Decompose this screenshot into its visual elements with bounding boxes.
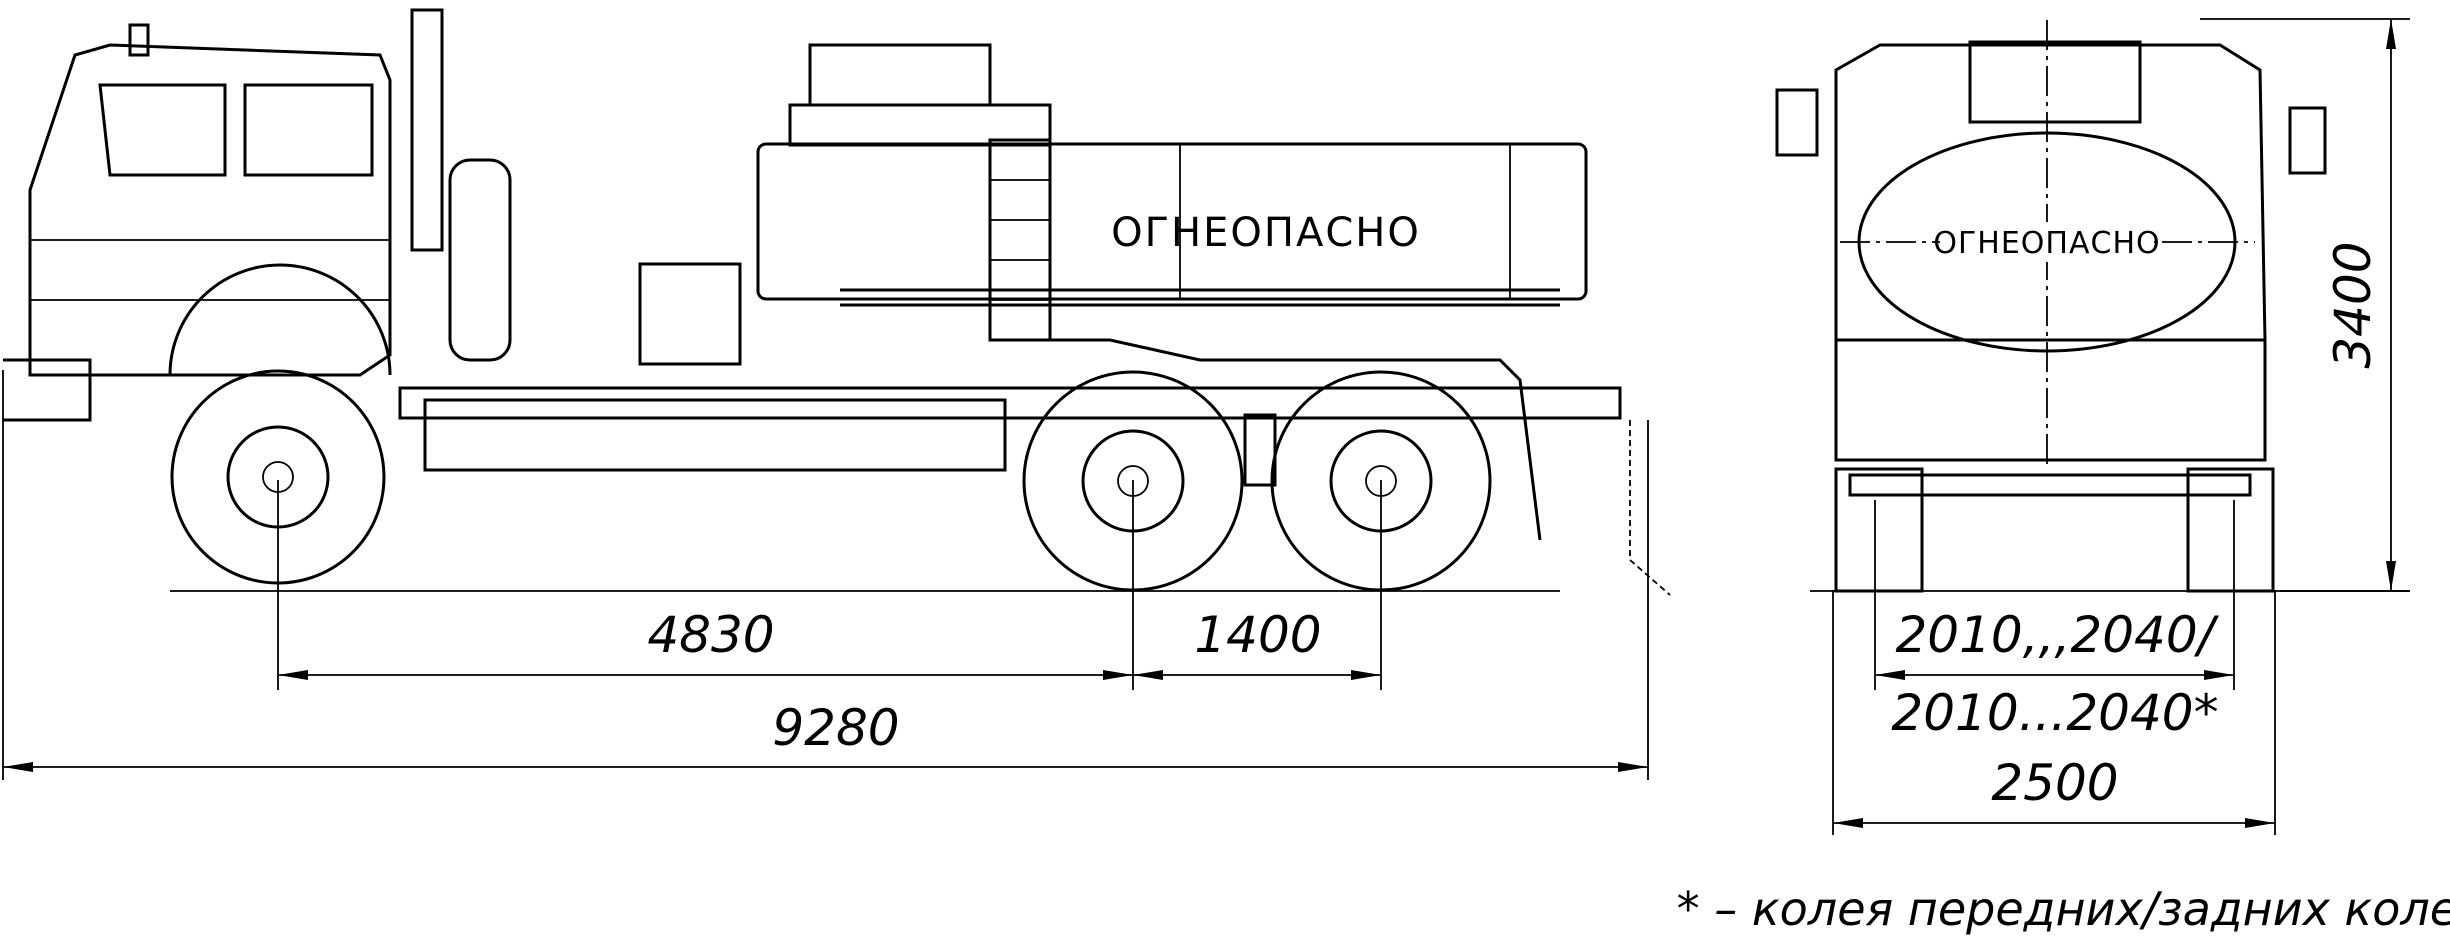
ground-chain bbox=[1629, 420, 1671, 596]
chassis-frame bbox=[398, 386, 1622, 420]
dim-wheelbase: 4830 bbox=[647, 606, 774, 664]
suspension bbox=[1243, 413, 1277, 487]
truck-rear-view: ОГНЕОПАСНО 2010,,,2040/ 2010...2040* 250… bbox=[1775, 18, 2410, 835]
air-filter bbox=[448, 158, 512, 362]
equipment-box bbox=[638, 262, 742, 366]
footnote: * – колея передних/задних колес bbox=[1677, 882, 2450, 936]
dim-rear-axle-spacing: 1400 bbox=[1194, 606, 1321, 664]
rear-dimensions: 2010,,,2040/ 2010...2040* 2500 3400 bbox=[1832, 18, 2410, 835]
truck-side-view: ОГНЕОПАСНО 4830 1400 9280 bbox=[2, 8, 1671, 780]
rear-cab-outline bbox=[1834, 43, 2267, 342]
rear-flammable-sign: ОГНЕОПАСНО bbox=[1933, 226, 2160, 261]
hatch bbox=[1968, 40, 2142, 124]
fuel-tank-side bbox=[423, 398, 1007, 472]
cistern: ОГНЕОПАСНО bbox=[756, 43, 1588, 541]
cab bbox=[3, 23, 392, 422]
dim-overall-length: 9280 bbox=[772, 699, 899, 757]
dim-overall-height: 3400 bbox=[2324, 241, 2382, 368]
rear-body bbox=[1834, 338, 2267, 462]
flammable-sign: ОГНЕОПАСНО bbox=[1111, 210, 1421, 256]
mirror-right bbox=[2288, 106, 2327, 175]
dim-overall-width: 2500 bbox=[1991, 754, 2118, 812]
dim-track-rear: 2010...2040* bbox=[1891, 684, 2218, 742]
exhaust-pipe bbox=[410, 8, 444, 252]
dim-track-front: 2010,,,2040/ bbox=[1895, 606, 2219, 664]
rear-wheel-right bbox=[2186, 467, 2275, 593]
rear-wheel-left bbox=[1834, 467, 1924, 593]
rear-bumper bbox=[1848, 473, 2252, 497]
mirror-left bbox=[1775, 88, 1819, 157]
side-dimensions: 4830 1400 9280 bbox=[2, 370, 1649, 780]
